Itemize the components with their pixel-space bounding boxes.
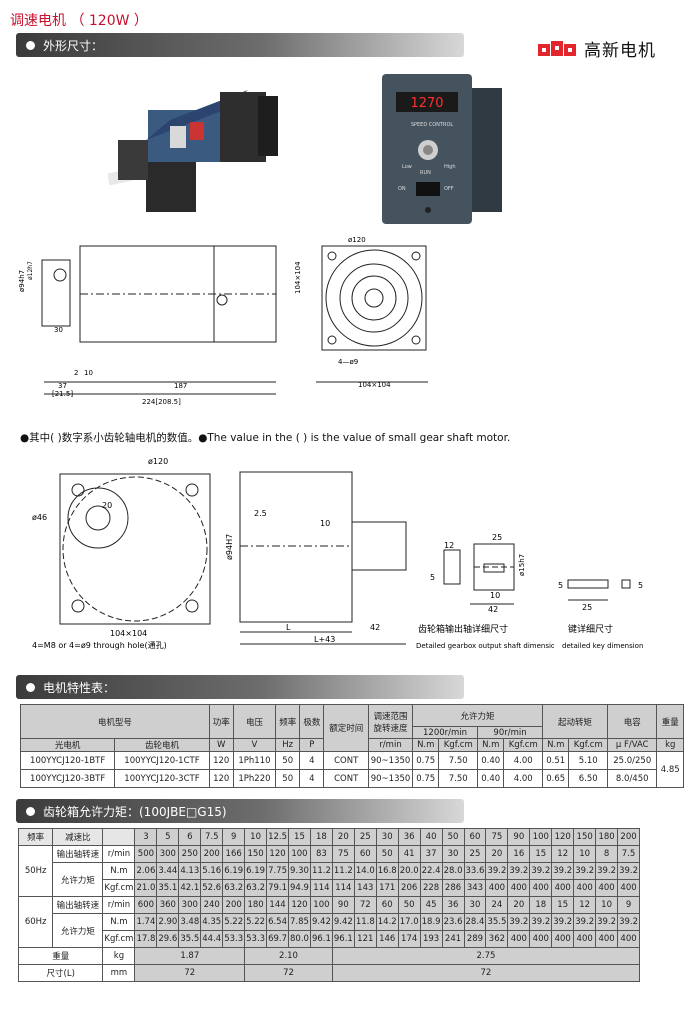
svg-text:4=M8 or 4=ø9 through hole(通孔): 4=M8 or 4=ø9 through hole(通孔) [32,640,167,650]
svg-text:25: 25 [492,533,502,542]
section-characteristics-label: 电机特性表： [43,680,116,695]
svg-text:10: 10 [320,519,330,528]
svg-text:ø94h7: ø94h7 [18,270,26,292]
power-switch [416,182,440,196]
table-row: 100YYCJ120-3BTF 100YYCJ120-3CTF 120 1Ph2… [19,769,684,788]
output-shaft-drawing: 12 5 25 ø15h7 10 42 齿轮箱输出轴详细尺寸 Detailed … [416,533,554,650]
svg-text:10: 10 [84,369,93,377]
svg-text:ø15h7: ø15h7 [518,554,526,576]
svg-text:Low: Low [402,164,412,170]
svg-text:5: 5 [558,581,563,590]
svg-text:104×104: 104×104 [358,381,391,389]
svg-text:键详细尺寸: 键详细尺寸 [568,623,613,635]
gearbox-drawing: ø120 ø46 20 104×104 4=M8 or 4=ø9 through… [32,457,407,650]
section-dimensions: 外形尺寸： [16,33,464,57]
spec-table: 电机型号 功率 电压 频率 极数 额定时间 调速范围旋转速度 允许力矩 起动转矩… [19,704,684,788]
svg-text:ø46: ø46 [32,513,47,522]
controller-display: 1270 [410,96,443,111]
key-drawing: 5 25 5 键详细尺寸 detailed key dimension [558,579,643,650]
svg-text:ø12h7: ø12h7 [27,261,34,280]
svg-text:104×104: 104×104 [294,261,302,294]
svg-text:L+43: L+43 [314,635,335,644]
svg-text:224[208.5]: 224[208.5] [142,398,181,406]
motor-photo [108,90,278,212]
page-title: 调速电机 （ 120W ） [10,13,148,29]
svg-text:187: 187 [174,382,187,390]
col-model: 电机型号 [20,704,210,739]
svg-text:齿轮箱输出轴详细尺寸: 齿轮箱输出轴详细尺寸 [418,623,508,635]
section-torque-label: 齿轮箱允许力矩：(100JBE□G15) [43,804,227,819]
svg-text:20: 20 [102,501,112,510]
svg-text:30: 30 [54,326,63,334]
svg-text:ø120: ø120 [148,457,168,466]
motor-outline-drawing: ø94h7 ø12h7 30 2 10 37 187 [21.5] 224[20… [18,236,428,406]
brand: 高新电机 [538,36,656,61]
speed-controller: 1270 SPEED CONTROL Low High RUN ON OFF [382,74,502,224]
svg-text:2.5: 2.5 [254,509,267,518]
svg-text:RUN: RUN [420,170,431,176]
brand-name: 高新电机 [584,41,656,61]
bullet-icon [26,40,35,50]
svg-text:10: 10 [490,591,500,600]
section-dimensions-label: 外形尺寸： [43,38,104,53]
section-torque: 齿轮箱允许力矩：(100JBE□G15) [16,799,464,823]
svg-text:[21.5]: [21.5] [52,390,73,398]
note-line: ●其中( )数字系小齿轮轴电机的数值。●The value in the ( )… [20,432,511,444]
svg-text:ø120: ø120 [348,236,366,244]
svg-text:104×104: 104×104 [110,629,147,638]
svg-text:25: 25 [582,603,592,612]
svg-text:5: 5 [430,573,435,582]
section-characteristics: 电机特性表： [16,675,464,699]
svg-text:42: 42 [370,623,380,632]
table-row: 100YYCJ120-1BTF 100YYCJ120-1CTF 120 1Ph1… [19,751,684,788]
brand-logo [538,40,576,56]
svg-text:37: 37 [58,382,67,390]
svg-text:L: L [286,623,291,632]
svg-text:Detailed gearbox output shaft: Detailed gearbox output shaft dimension [416,642,554,650]
svg-text:ø94H7: ø94H7 [225,534,234,560]
svg-text:OFF: OFF [444,186,454,192]
svg-text:SPEED CONTROL: SPEED CONTROL [411,122,454,128]
bullet-icon [26,682,35,692]
svg-text:5: 5 [638,581,643,590]
bullet-icon [26,806,35,816]
svg-text:4—ø9: 4—ø9 [338,358,358,366]
svg-text:ON: ON [398,186,406,192]
svg-text:42: 42 [488,605,498,614]
svg-text:detailed key dimension: detailed key dimension [562,642,643,650]
svg-text:12: 12 [444,541,454,550]
svg-text:High: High [444,164,456,170]
svg-text:2: 2 [74,369,78,377]
